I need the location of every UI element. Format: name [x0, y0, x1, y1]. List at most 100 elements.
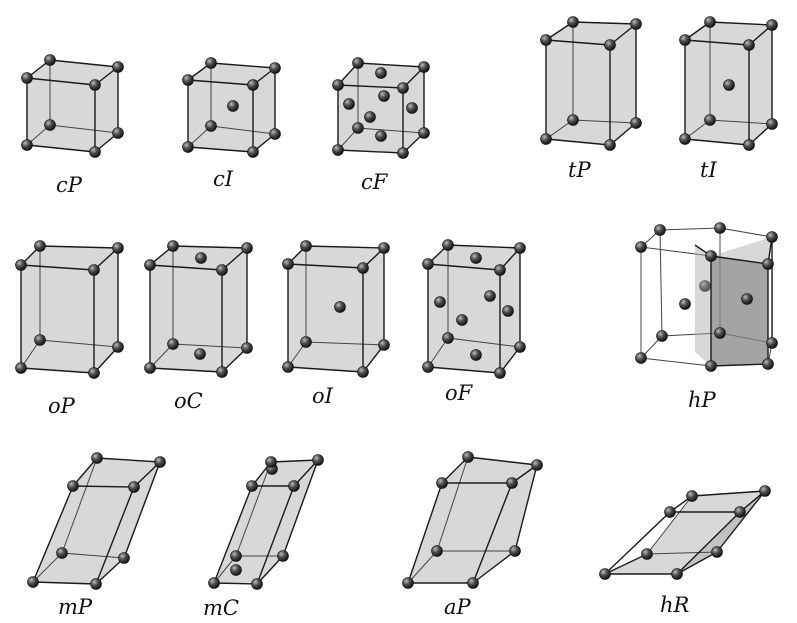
cell-edge	[669, 490, 766, 513]
lattice-atom	[89, 146, 101, 158]
label-oC: oC	[174, 389, 203, 413]
cell-oC	[144, 240, 253, 378]
lattice-atom	[56, 547, 68, 559]
cell-edge	[748, 24, 773, 146]
lattice-atom	[679, 298, 691, 310]
lattice-atom	[514, 242, 526, 254]
lattice-atom	[462, 451, 474, 463]
lattice-atom	[470, 349, 482, 361]
cell-face	[96, 462, 160, 584]
cell-edge	[472, 464, 538, 584]
lattice-atom	[743, 39, 755, 51]
lattice-atom	[630, 117, 642, 129]
cell-edge	[32, 552, 63, 583]
cell-edge	[221, 247, 248, 373]
lattice-atom	[766, 19, 778, 31]
lattice-atom	[300, 240, 312, 252]
lattice-atom	[364, 111, 376, 123]
lattice-atom	[741, 293, 753, 305]
lattice-atom	[269, 128, 281, 140]
cell-face	[288, 246, 384, 268]
lattice-atom	[208, 577, 220, 589]
cell-face	[473, 465, 537, 583]
lattice-atom	[44, 119, 56, 131]
lattice-atom	[154, 456, 166, 468]
cell-face	[605, 552, 717, 574]
cell-face	[685, 40, 749, 145]
cell-face	[288, 264, 363, 372]
cell-face	[546, 22, 636, 45]
cell-edge	[256, 459, 319, 585]
cell-face	[647, 491, 765, 554]
lattice-atom	[704, 16, 716, 28]
lattice-atom	[21, 72, 33, 84]
cell-edge	[659, 229, 663, 337]
lattice-atom	[743, 139, 755, 151]
lattice-atom	[91, 452, 103, 464]
lattice-atom	[230, 564, 242, 576]
cell-oI	[282, 240, 390, 378]
cell-face	[253, 68, 275, 152]
cell-face	[749, 25, 772, 145]
lattice-atom	[679, 133, 691, 145]
cell-face	[711, 237, 772, 264]
lattice-atom	[418, 61, 430, 73]
lattice-atom	[282, 361, 294, 373]
cell-face	[363, 248, 384, 372]
cell-edge	[362, 247, 385, 373]
lattice-atom	[352, 57, 364, 69]
lattice-atom	[34, 334, 46, 346]
lattice-atom	[246, 480, 258, 492]
lattice-atom	[247, 79, 259, 91]
lattice-atom	[422, 258, 434, 270]
lattice-atom	[442, 239, 454, 251]
lattice-atom	[514, 341, 526, 353]
cell-hR	[599, 485, 771, 580]
lattice-atom	[128, 481, 140, 493]
lattice-atom	[167, 240, 179, 252]
lattice-atom	[34, 240, 46, 252]
cell-cI	[182, 57, 281, 158]
cell-edge	[646, 551, 718, 555]
lattice-atom	[567, 16, 579, 28]
label-oP: oP	[48, 394, 76, 418]
lattice-atom	[714, 222, 726, 234]
lattice-atom	[357, 366, 369, 378]
cell-mP	[27, 452, 166, 590]
lattice-atom	[599, 568, 611, 580]
lattice-atom	[506, 477, 518, 489]
cell-aP	[402, 451, 543, 589]
lattice-atom	[766, 231, 778, 243]
lattice-atom	[484, 290, 496, 302]
cell-edge	[93, 247, 119, 374]
lattice-atom	[343, 98, 355, 110]
lattice-atom	[265, 456, 277, 468]
lattice-atom	[144, 362, 156, 374]
lattice-atom	[630, 18, 642, 30]
cell-edge	[213, 555, 237, 584]
lattice-atom	[723, 79, 735, 91]
lattice-atom	[494, 264, 506, 276]
label-hR: hR	[660, 593, 690, 617]
cell-edge	[94, 66, 119, 153]
lattice-atom	[312, 454, 324, 466]
lattice-atom	[282, 258, 294, 270]
lattice-atom	[436, 477, 448, 489]
lattice-atom	[375, 67, 387, 79]
cell-mC	[208, 454, 324, 590]
lattice-atom	[759, 485, 771, 497]
cell-face	[546, 40, 610, 145]
label-tI: tI	[700, 158, 717, 182]
label-hP: hP	[688, 388, 717, 412]
label-mP: mP	[58, 595, 93, 619]
cell-hP	[635, 222, 778, 372]
lattice-atom	[67, 480, 79, 492]
cell-face	[94, 248, 118, 373]
lattice-atom	[205, 57, 217, 69]
lattice-atom	[762, 258, 774, 270]
lattice-atom	[654, 224, 666, 236]
lattice-atom	[442, 332, 454, 344]
lattice-atom	[641, 548, 653, 560]
